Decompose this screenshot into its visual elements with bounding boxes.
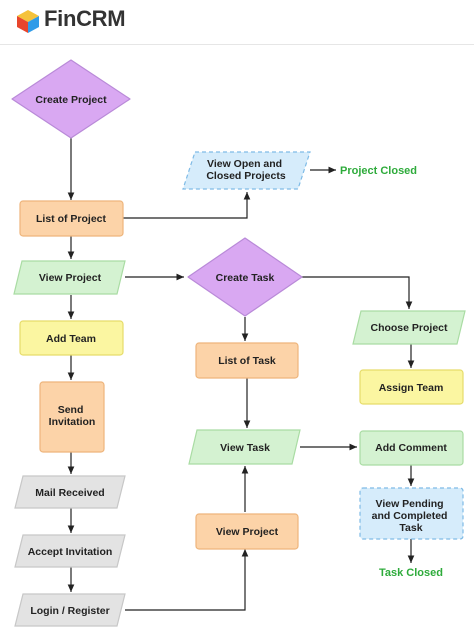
svg-text:Assign Team: Assign Team xyxy=(379,382,444,394)
node-create-project: Create Project xyxy=(11,59,131,139)
svg-text:Task Closed: Task Closed xyxy=(379,567,443,579)
node-login-register: Login / Register xyxy=(14,593,126,627)
svg-text:Accept Invitation: Accept Invitation xyxy=(28,546,113,558)
svg-text:View Pending and Complet: View Pending and Completed Task xyxy=(372,498,451,534)
node-create-task: Create Task xyxy=(187,237,303,317)
node-project-closed: Project Closed xyxy=(340,165,417,177)
node-view-project-2: View Project xyxy=(195,513,299,550)
app-header: FinCRM xyxy=(0,0,474,45)
node-mail-received: Mail Received xyxy=(14,475,126,509)
svg-text:Send Invitation: Send Invitation xyxy=(49,404,96,428)
edge-list-to-viewopen xyxy=(123,192,251,219)
node-list-of-project: List of Project xyxy=(19,200,124,237)
edge-login-to-viewproject2 xyxy=(125,549,249,611)
svg-text:List of Project: List of Project xyxy=(36,213,107,225)
edge-createtask-to-chooseproject xyxy=(302,276,413,309)
svg-text:Mail Received: Mail Received xyxy=(35,487,104,499)
svg-text:List of Task: List of Task xyxy=(218,355,276,367)
node-task-closed: Task Closed xyxy=(379,567,443,579)
svg-text:View Project: View Project xyxy=(216,526,279,538)
svg-text:Choose Project: Choose Project xyxy=(370,322,448,334)
brand-name: FinCRM xyxy=(44,6,126,31)
node-create-project-label: Create Project xyxy=(35,94,107,106)
node-view-project-1: View Project xyxy=(13,260,126,295)
node-view-task: View Task xyxy=(188,429,301,465)
svg-text:Login / Register: Login / Register xyxy=(30,605,109,617)
svg-text:View Open and Closed Pro: View Open and Closed Projects xyxy=(206,158,286,182)
svg-text:Add Comment: Add Comment xyxy=(375,442,447,454)
svg-text:View Project: View Project xyxy=(39,272,102,284)
svg-text:Project Closed: Project Closed xyxy=(340,165,417,177)
node-list-of-task: List of Task xyxy=(195,342,299,379)
svg-text:Create Task: Create Task xyxy=(216,272,275,284)
node-send-invitation: Send Invitation xyxy=(39,381,105,453)
node-view-open-closed: View Open and Closed Projects xyxy=(182,151,311,190)
flow-edges xyxy=(67,138,415,611)
node-choose-project: Choose Project xyxy=(352,310,466,345)
node-assign-team: Assign Team xyxy=(359,369,464,405)
svg-text:View Task: View Task xyxy=(220,442,270,454)
node-view-pending-completed: View Pending and Completed Task xyxy=(359,487,464,540)
node-add-team: Add Team xyxy=(19,320,124,356)
svg-text:Add Team: Add Team xyxy=(46,333,96,345)
node-add-comment: Add Comment xyxy=(359,430,464,466)
node-accept-invitation: Accept Invitation xyxy=(14,534,126,568)
fincrm-logo-icon xyxy=(17,10,39,33)
